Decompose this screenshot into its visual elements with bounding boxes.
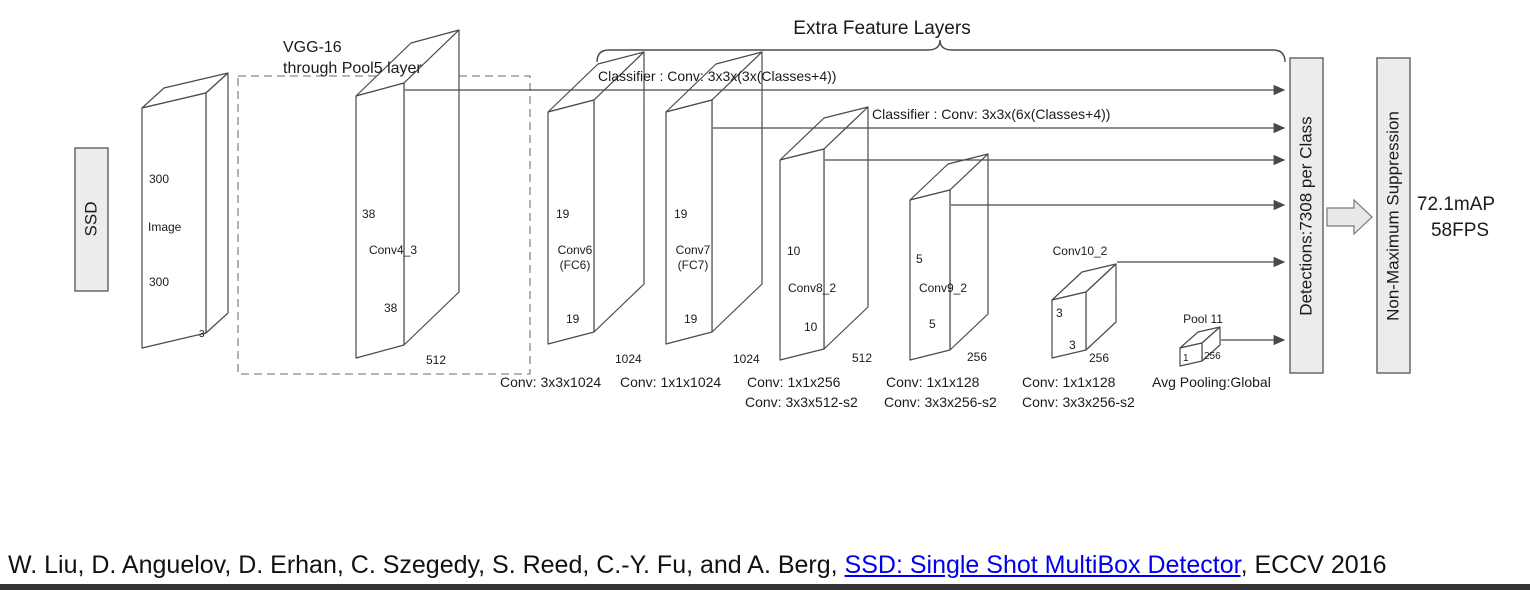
conv7-channels-label: 1024 bbox=[733, 352, 760, 366]
vgg-note-line1: VGG-16 bbox=[283, 39, 342, 56]
detections-to-nms-arrow bbox=[1326, 198, 1373, 236]
pool11-channels-label: 256 bbox=[1204, 351, 1221, 362]
citation-venue: , ECCV 2016 bbox=[1240, 551, 1387, 579]
image-dim-top-label: 300 bbox=[149, 172, 169, 186]
classifier-conv7-label: Classifier : Conv: 3x3x(6x(Classes+4)) bbox=[872, 106, 1110, 122]
conv10-2-op2-label: Conv: 3x3x256-s2 bbox=[1022, 394, 1135, 410]
citation-authors: W. Liu, D. Anguelov, D. Erhan, C. Szeged… bbox=[8, 551, 845, 579]
extra-feature-layers-brace bbox=[596, 39, 1286, 63]
conv8-2-op1-label: Conv: 1x1x256 bbox=[747, 374, 841, 390]
conv8-2-layer: 10 Conv8_2 10 512 bbox=[779, 106, 872, 365]
conv10-2-height-label: 3 bbox=[1056, 306, 1063, 320]
fps-value: 58FPS bbox=[1431, 220, 1489, 241]
citation: W. Liu, D. Anguelov, D. Erhan, C. Szeged… bbox=[8, 551, 1387, 580]
conv8-2-channels-label: 512 bbox=[852, 351, 872, 365]
conv8-2-side-face bbox=[823, 106, 869, 350]
conv7-name2-label: (FC7) bbox=[678, 258, 709, 272]
classifier-conv4-3-label: Classifier : Conv: 3x3x(3x(Classes+4)) bbox=[598, 68, 836, 84]
nms-box-label: Non-Maximum Suppression bbox=[1384, 111, 1403, 321]
paper-link[interactable]: SSD: Single Shot MultiBox Detector bbox=[844, 551, 1241, 579]
conv4-3-channels-label: 512 bbox=[426, 353, 446, 367]
conv6-name2-label: (FC6) bbox=[560, 258, 591, 272]
image-dim-bottom-label: 300 bbox=[149, 275, 169, 289]
conv9-2-name-label: Conv9_2 bbox=[919, 281, 967, 295]
conv7-side-face bbox=[711, 51, 763, 333]
conv6-front-face bbox=[547, 99, 595, 345]
image-layer-front-face bbox=[141, 92, 207, 349]
pool11-layer: Pool 11 1 256 bbox=[1179, 312, 1223, 367]
ssd-box-label: SSD bbox=[82, 202, 101, 237]
conv6-op-label: Conv: 3x3x1024 bbox=[500, 374, 601, 390]
detections-box-label: Detections:7308 per Class bbox=[1297, 116, 1316, 315]
conv4-3-layer: 38 Conv4_3 38 512 bbox=[355, 29, 460, 367]
conv10-2-name-label: Conv10_2 bbox=[1053, 244, 1108, 258]
conv8-2-width-label: 10 bbox=[804, 320, 818, 334]
vgg-note-line2: through Pool5 layer bbox=[283, 60, 422, 77]
conv4-3-width-label: 38 bbox=[384, 301, 398, 315]
pool11-front-face bbox=[1179, 342, 1203, 367]
ssd-box: SSD bbox=[74, 147, 109, 292]
conv10-2-front-face bbox=[1051, 291, 1087, 359]
nms-box: Non-Maximum Suppression bbox=[1376, 57, 1411, 374]
conv6-width-label: 19 bbox=[566, 312, 580, 326]
conv7-name-label: Conv7 bbox=[676, 243, 711, 257]
bottom-bar bbox=[0, 584, 1530, 590]
detections-box-rect bbox=[1289, 57, 1324, 374]
ssd-architecture-diagram: 300 Image 300 3 38 Conv4_3 38 512 19 Con… bbox=[74, 18, 1495, 410]
conv6-side-face bbox=[593, 51, 645, 333]
conv7-op-label: Conv: 1x1x1024 bbox=[620, 374, 721, 390]
conv7-layer: 19 Conv7 (FC7) 19 1024 bbox=[665, 51, 763, 366]
conv8-2-op2-label: Conv: 3x3x512-s2 bbox=[745, 394, 858, 410]
pool11-size-label: 1 bbox=[1183, 353, 1189, 364]
conv9-2-layer: 5 Conv9_2 5 256 bbox=[909, 153, 989, 364]
conv9-2-front-face bbox=[909, 189, 951, 361]
conv9-2-channels-label: 256 bbox=[967, 350, 987, 364]
nms-box-rect bbox=[1376, 57, 1411, 374]
conv10-2-width-label: 3 bbox=[1069, 338, 1076, 352]
conv9-2-op1-label: Conv: 1x1x128 bbox=[886, 374, 980, 390]
conv8-2-height-label: 10 bbox=[787, 244, 801, 258]
conv6-name-label: Conv6 bbox=[558, 243, 593, 257]
conv6-height-label: 19 bbox=[556, 207, 570, 221]
conv6-layer: 19 Conv6 (FC6) 19 1024 bbox=[547, 51, 645, 366]
conv10-2-layer: Conv10_2 3 3 256 bbox=[1051, 244, 1117, 365]
conv9-2-height-label: 5 bbox=[916, 252, 923, 266]
conv6-channels-label: 1024 bbox=[615, 352, 642, 366]
conv10-2-op1-label: Conv: 1x1x128 bbox=[1022, 374, 1116, 390]
image-layer: 300 Image 300 3 bbox=[141, 72, 229, 349]
conv7-front-face bbox=[665, 99, 713, 345]
map-value: 72.1mAP bbox=[1417, 194, 1495, 215]
conv8-2-name-label: Conv8_2 bbox=[788, 281, 836, 295]
conv4-3-side-face bbox=[403, 29, 460, 346]
pool11-name-label: Pool 11 bbox=[1183, 312, 1223, 326]
conv7-width-label: 19 bbox=[684, 312, 698, 326]
image-depth-label: 3 bbox=[199, 329, 205, 340]
conv10-2-channels-label: 256 bbox=[1089, 351, 1109, 365]
image-layer-side-face bbox=[205, 72, 229, 334]
conv8-2-front-face bbox=[779, 148, 825, 361]
extra-feature-layers-title: Extra Feature Layers bbox=[793, 18, 970, 39]
ssd-box-rect bbox=[74, 147, 109, 292]
pool11-op-label: Avg Pooling:Global bbox=[1152, 374, 1271, 390]
conv9-2-op2-label: Conv: 3x3x256-s2 bbox=[884, 394, 997, 410]
detections-box: Detections:7308 per Class bbox=[1289, 57, 1324, 374]
conv9-2-width-label: 5 bbox=[929, 317, 936, 331]
conv4-3-height-label: 38 bbox=[362, 207, 376, 221]
conv7-height-label: 19 bbox=[674, 207, 688, 221]
conv4-3-front-face bbox=[355, 82, 405, 359]
image-name-label: Image bbox=[148, 220, 182, 234]
conv4-3-name-label: Conv4_3 bbox=[369, 243, 417, 257]
